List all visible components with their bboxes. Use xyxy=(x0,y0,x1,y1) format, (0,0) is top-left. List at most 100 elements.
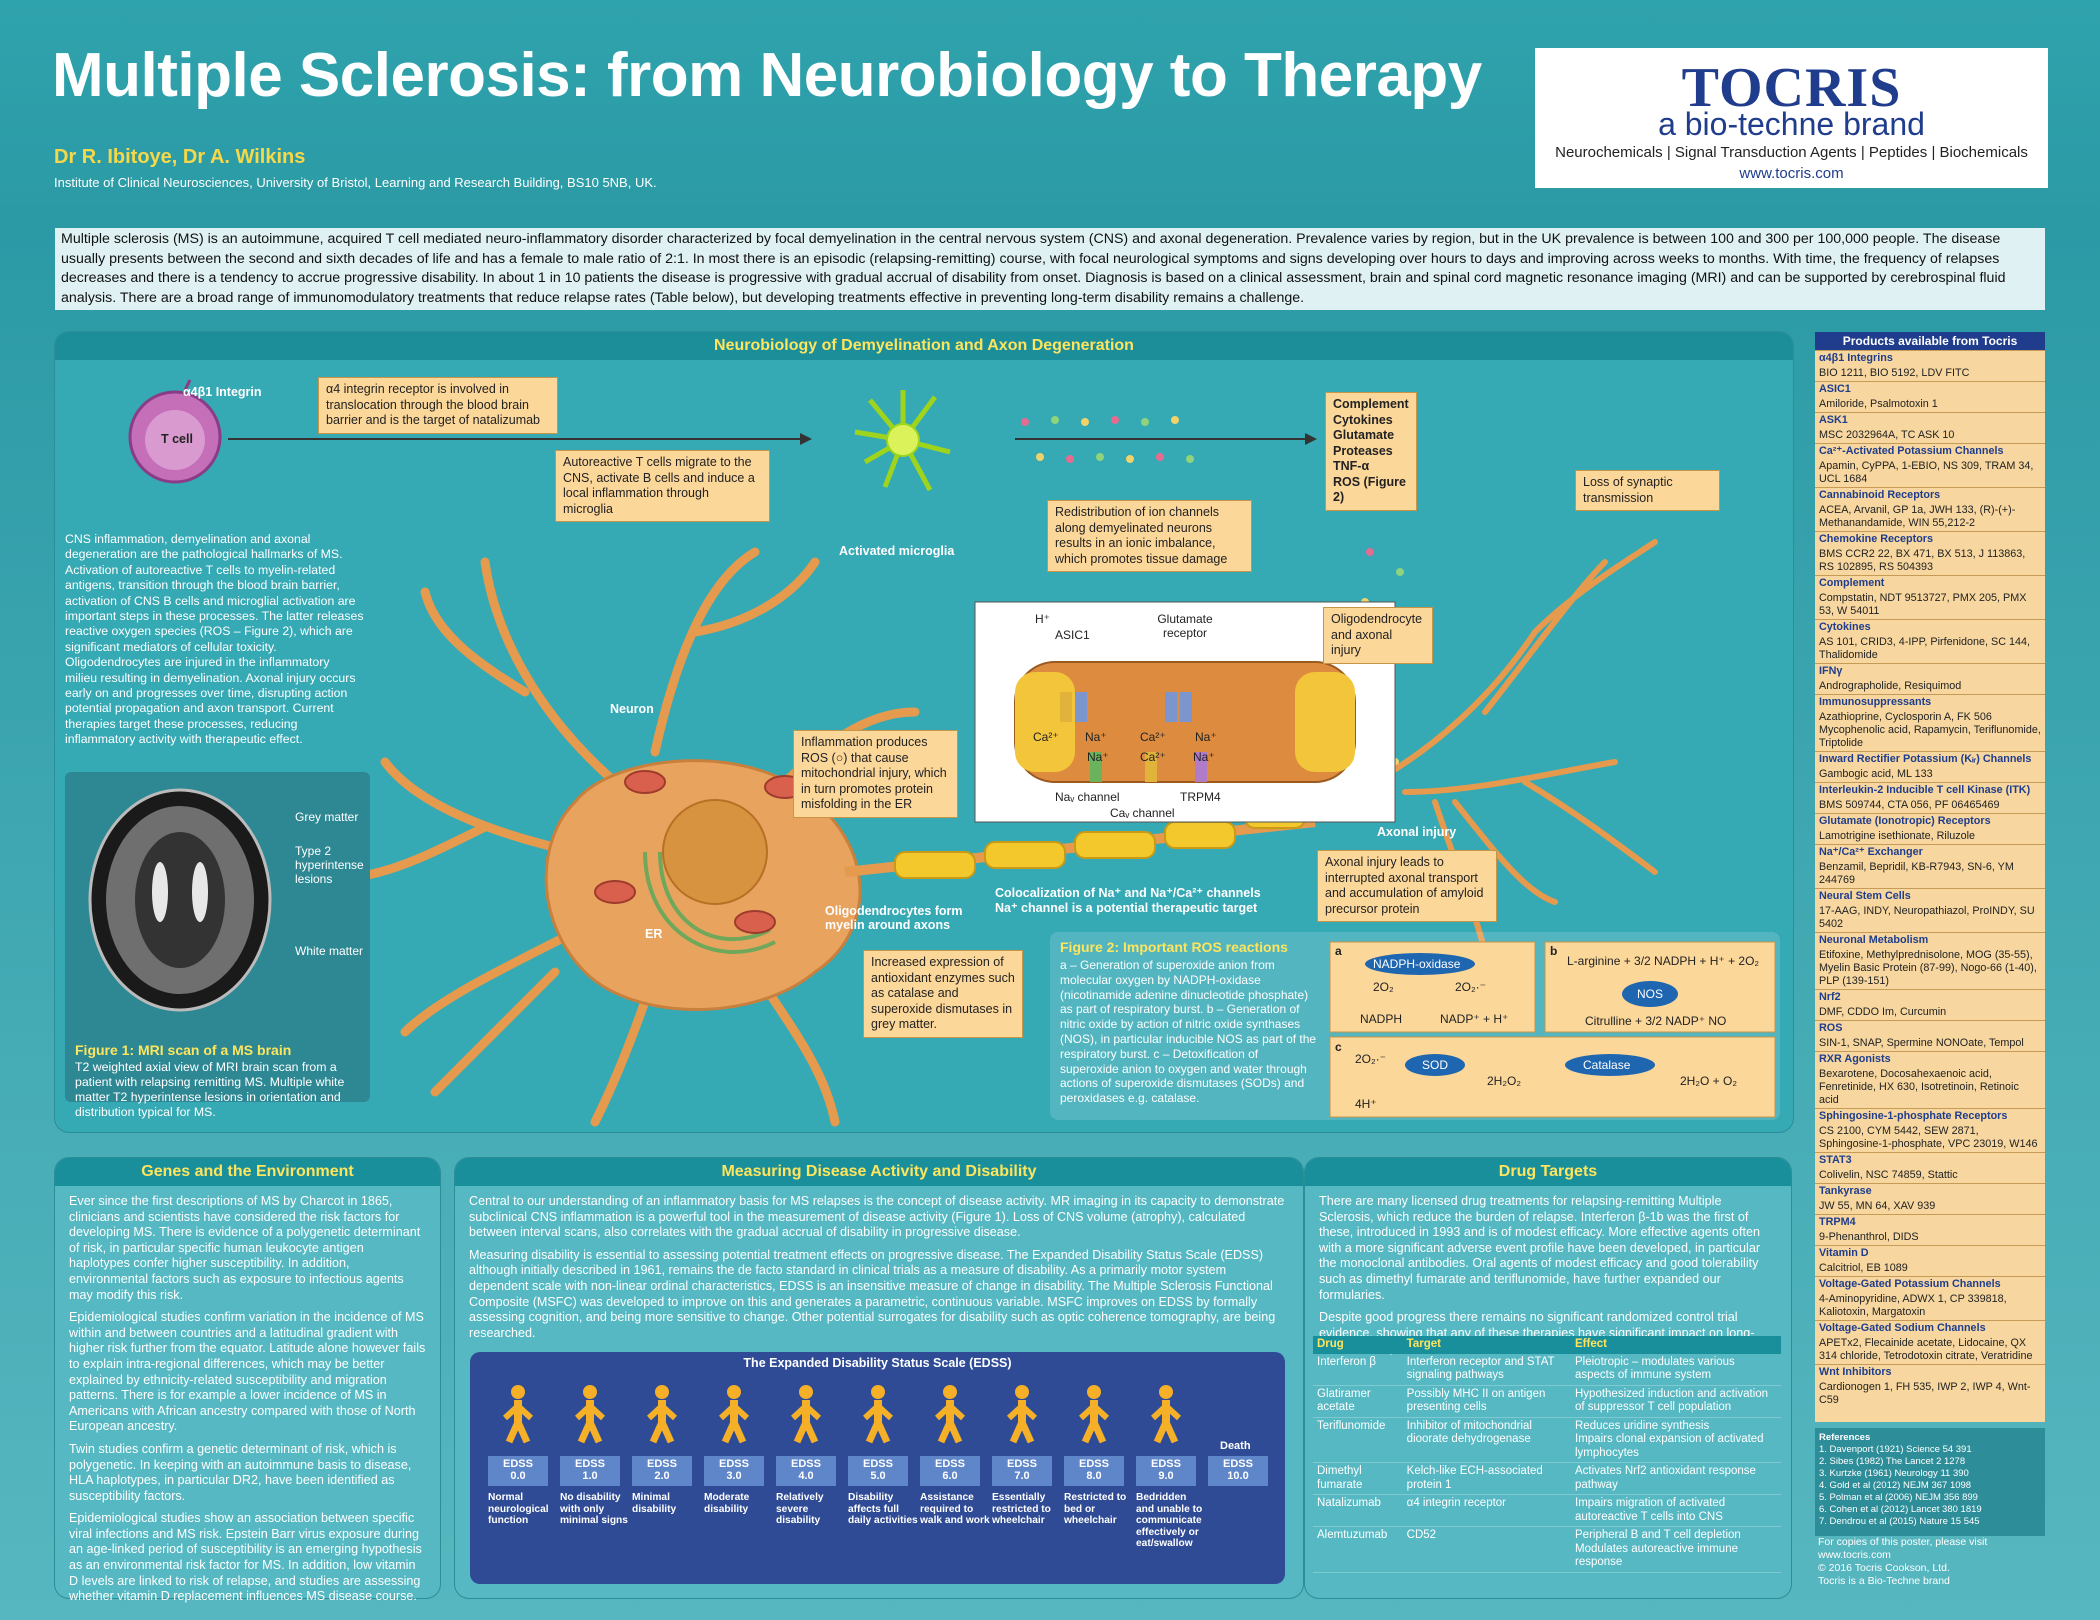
table-cell: α4 integrin receptor xyxy=(1402,1494,1571,1527)
table-cell: Pleiotropic – modulates various aspects … xyxy=(1571,1353,1781,1386)
table-cell: Activates Nrf2 antioxidant response path… xyxy=(1571,1462,1781,1495)
product-list: SIN-1, SNAP, Spermine NONOate, Tempol xyxy=(1819,1037,2024,1049)
product-list: APETx2, Flecainide acetate, Lidocaine, Q… xyxy=(1819,1337,2033,1362)
label-na1: Na⁺ xyxy=(1085,730,1107,744)
oligo-injury-box: Oligodendrocyte and axonal injury xyxy=(1323,607,1433,664)
edss-figure-icon xyxy=(1069,1382,1119,1444)
edss-description: Disability affects full daily activities xyxy=(848,1492,918,1526)
measure-p2: Measuring disability is essential to ass… xyxy=(469,1247,1276,1340)
product-list: Compstatin, NDT 9513727, PMX 205, PMX 53… xyxy=(1819,592,2027,617)
genes-p1: Ever since the first descriptions of MS … xyxy=(69,1194,421,1302)
label-nav: Naᵥ channel xyxy=(1055,790,1120,804)
product-category: Nrf2 xyxy=(1815,989,2045,1005)
label-na3: Na⁺ xyxy=(1087,750,1109,764)
product-list: Etifoxine, Methylprednisolone, MOG (35-5… xyxy=(1819,949,2037,987)
edss-description: Bedridden and unable to communicate effe… xyxy=(1136,1492,1203,1549)
synaptic-box: Loss of synaptic transmission xyxy=(1575,470,1720,511)
measure-text: Central to our understanding of an infla… xyxy=(469,1194,1289,1348)
edss-figure-icon xyxy=(709,1382,759,1444)
product-category: Ca²⁺-Activated Potassium Channels xyxy=(1815,443,2045,459)
h2o2-label: 2H₂O₂ xyxy=(1487,1074,1521,1088)
references-list: 1. Davenport (1921) Science 54 391 2. Si… xyxy=(1819,1444,1982,1527)
tocris-logo[interactable]: TOCRIS a bio-techne brand Neurochemicals… xyxy=(1535,48,2048,188)
table-cell: Hypothesized induction and activation of… xyxy=(1571,1385,1781,1418)
nos-label: NOS xyxy=(1637,987,1664,1001)
drug-heading: Drug Targets xyxy=(1305,1158,1791,1186)
edss-score: EDSS 10.0 xyxy=(1208,1456,1268,1486)
fig1-caption: T2 weighted axial view of MRI brain scan… xyxy=(75,1060,345,1119)
product-list: Calcitriol, EB 1089 xyxy=(1819,1262,1908,1274)
fig2-a: a xyxy=(1335,944,1342,958)
product-category: Voltage-Gated Potassium Channels xyxy=(1815,1276,2045,1292)
edss-score: EDSS 2.0 xyxy=(632,1456,692,1486)
citrulline-label: Citrulline + 3/2 NADP⁺ NO xyxy=(1585,1014,1727,1028)
table-cell: Impairs migration of activated autoreact… xyxy=(1571,1494,1781,1527)
o2-label: 2O₂ xyxy=(1373,980,1394,994)
edss-score: EDSS 0.0 xyxy=(488,1456,548,1486)
larginine-label: L-arginine + 3/2 NADPH + H⁺ + 2O₂ xyxy=(1567,954,1760,968)
edss-score: EDSS 3.0 xyxy=(704,1456,764,1486)
products-heading: Products available from Tocris xyxy=(1815,332,2045,350)
microglia-label: Activated microglia xyxy=(839,544,955,558)
product-list: DMF, CDDO Im, Curcumin xyxy=(1819,1006,1947,1018)
product-category: Chemokine Receptors xyxy=(1815,531,2045,547)
mediators-box: Complement Cytokines Glutamate Proteases… xyxy=(1325,392,1417,511)
edss-figure-icon xyxy=(1213,1382,1263,1444)
product-category: Neural Stem Cells xyxy=(1815,888,2045,904)
product-category: ASK1 xyxy=(1815,412,2045,428)
genes-p3: Twin studies confirm a genetic determina… xyxy=(69,1441,412,1503)
logo-subbrand: a bio-techne brand xyxy=(1658,106,1925,142)
label-asic1: ASIC1 xyxy=(1055,628,1090,642)
edss-death: Death xyxy=(1220,1440,1251,1452)
products-sidebar: Products available from Tocris α4β1 Inte… xyxy=(1815,332,2045,1422)
table-cell: Peripheral B and T cell depletion Modula… xyxy=(1571,1526,1781,1573)
product-category: TRPM4 xyxy=(1815,1214,2045,1230)
table-cell: Inhibitor of mitochondrial dioorate dehy… xyxy=(1402,1417,1571,1463)
product-list: ACEA, Arvanil, GP 1a, JWH 133, (R)-(+)-M… xyxy=(1819,504,2016,529)
edss-description: No disability with only minimal signs xyxy=(560,1492,628,1526)
product-category: Immunosuppressants xyxy=(1815,694,2045,710)
ion-channel-box: Redistribution of ion channels along dem… xyxy=(1047,500,1252,572)
table-cell: Interferon β xyxy=(1313,1353,1403,1386)
product-category: Sphingosine-1-phosphate Receptors xyxy=(1815,1108,2045,1124)
fig2-b: b xyxy=(1550,944,1558,958)
measure-heading: Measuring Disease Activity and Disabilit… xyxy=(455,1158,1303,1186)
table-cell: Dimethyl fumarate xyxy=(1313,1462,1403,1495)
product-category: IFNγ xyxy=(1815,663,2045,679)
logo-url[interactable]: www.tocris.com xyxy=(1739,165,1844,182)
drug-p1: There are many licensed drug treatments … xyxy=(1319,1194,1761,1302)
edss-score: EDSS 8.0 xyxy=(1064,1456,1124,1486)
autoreactive-box: Autoreactive T cells migrate to the CNS,… xyxy=(555,450,770,522)
edss-description: Moderate disability xyxy=(704,1492,750,1515)
table-cell: CD52 xyxy=(1402,1526,1571,1573)
label-ca2: Ca²⁺ xyxy=(1140,730,1166,744)
nadp-label: NADP⁺ + H⁺ xyxy=(1440,1012,1509,1026)
edss-description: Minimal disability xyxy=(632,1492,677,1515)
edss-figure-icon xyxy=(781,1382,831,1444)
mri-type2-label: Type 2 hyperintense lesions xyxy=(295,844,364,886)
drug-panel: Drug Targets There are many licensed dru… xyxy=(1305,1158,1791,1598)
product-category: Cytokines xyxy=(1815,619,2045,635)
edss-score: EDSS 5.0 xyxy=(848,1456,908,1486)
product-category: Tankyrase xyxy=(1815,1183,2045,1199)
edss-figure-icon xyxy=(565,1382,615,1444)
product-list: MSC 2032964A, TC ASK 10 xyxy=(1819,429,1955,441)
neuron-illustration xyxy=(65,379,1780,1127)
edss-figure-icon xyxy=(493,1382,543,1444)
table-cell: Natalizumab xyxy=(1313,1494,1403,1527)
product-category: Neuronal Metabolism xyxy=(1815,932,2045,948)
edss-score: EDSS 1.0 xyxy=(560,1456,620,1486)
mri-white-label: White matter xyxy=(295,944,364,958)
logo-brand: TOCRIS xyxy=(1681,57,1902,119)
product-category: Na⁺/Ca²⁺ Exchanger xyxy=(1815,844,2045,860)
measure-p1: Central to our understanding of an infla… xyxy=(469,1194,1285,1240)
genes-heading: Genes and the Environment xyxy=(55,1158,440,1186)
label-na2: Na⁺ xyxy=(1195,730,1217,744)
table-cell: Possibly MHC II on antigen presenting ce… xyxy=(1402,1385,1571,1418)
fig2-c: c xyxy=(1335,1040,1342,1054)
tcell-label: T cell xyxy=(161,432,193,446)
